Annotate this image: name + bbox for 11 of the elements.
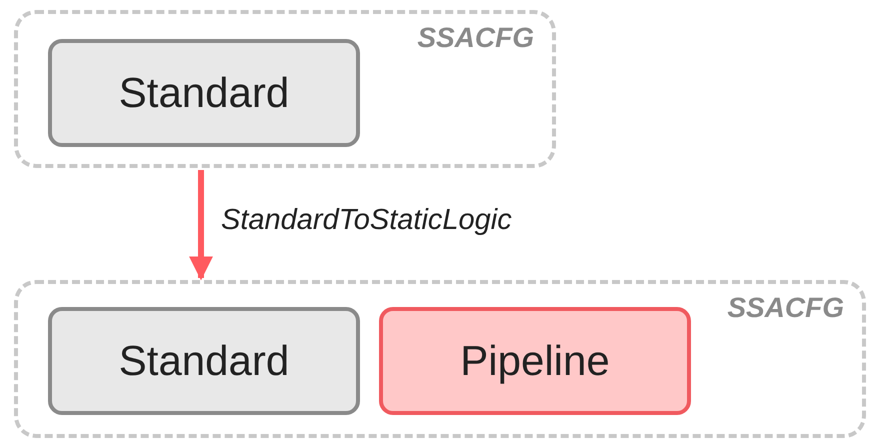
process-box <box>379 307 691 415</box>
group-container <box>14 280 866 438</box>
group-label: SSACFG <box>727 292 844 324</box>
box-label: Standard <box>118 69 290 117</box>
group-container <box>14 10 556 168</box>
process-box <box>48 307 360 415</box>
process-box <box>48 39 360 147</box>
box-label: Standard <box>118 337 290 385</box>
box-label: Pipeline <box>460 337 610 385</box>
group-label: SSACFG <box>417 22 534 54</box>
arrow <box>189 170 213 280</box>
